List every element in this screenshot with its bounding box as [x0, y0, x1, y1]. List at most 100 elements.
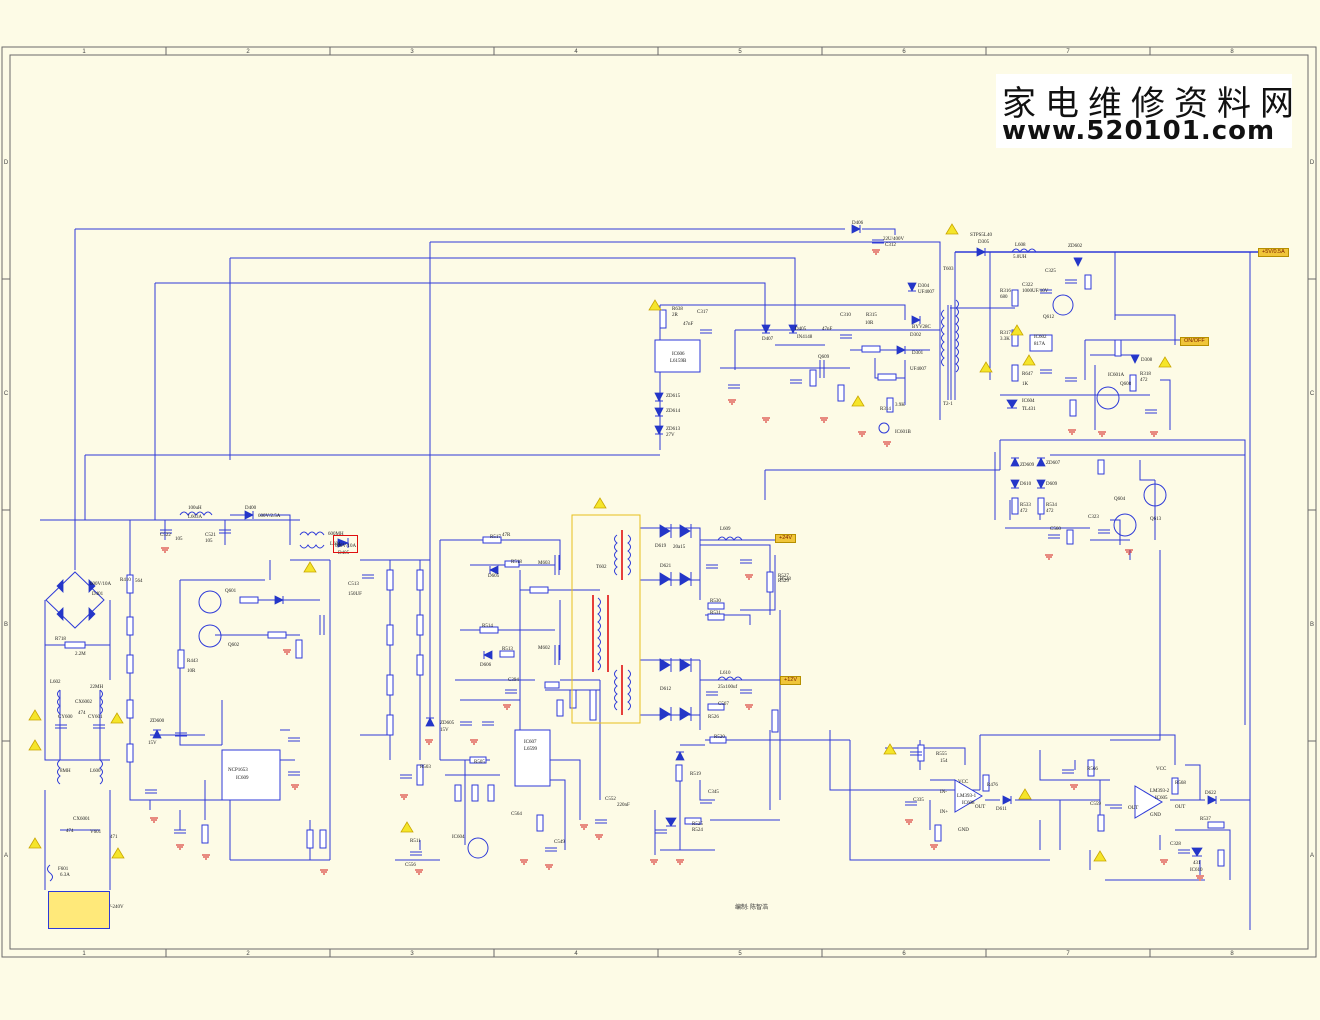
diode-d610 — [1010, 479, 1020, 489]
label-zd605: ZD605 — [440, 721, 455, 726]
label-r525: R525 — [692, 822, 703, 827]
label-c513: C513 — [348, 582, 359, 587]
label-cx6002: CX6002 — [75, 700, 92, 705]
label-r533v: 472 — [1020, 509, 1028, 514]
zener-zd603 — [675, 751, 685, 761]
zener-zd613 — [654, 425, 664, 435]
diode-d605 — [489, 565, 499, 575]
label-zd607: ZD607 — [1046, 461, 1061, 466]
diode-d619 — [659, 524, 692, 538]
label-m602: M602 — [538, 646, 550, 651]
label-q604: Q604 — [1114, 497, 1126, 502]
label-r476: R476 — [987, 783, 998, 788]
label-d619: D619 — [655, 544, 667, 549]
grid-row-left-B: B — [4, 622, 8, 628]
label-r566: R566 — [1087, 767, 1098, 772]
inductors — [47, 248, 1037, 882]
label-l608: L608 — [1015, 243, 1026, 248]
diode-d301 — [896, 345, 906, 355]
label-r647: R647 — [1022, 372, 1033, 377]
label-q608: Q608 — [1120, 382, 1132, 387]
label-r528: R528 — [780, 577, 791, 582]
label-d305: D305 — [978, 240, 990, 245]
ic605-out: OUT — [1175, 805, 1186, 810]
ic605-out2: OUT — [1128, 806, 1139, 811]
label-r531: R531 — [710, 611, 721, 616]
label-c312v: 22U/400V — [883, 237, 905, 242]
label-r316v: 680 — [1000, 295, 1008, 300]
label-zd615: ZD615 — [666, 394, 681, 399]
resistors — [64, 274, 1225, 867]
label-d302v: BYV28C — [912, 325, 932, 330]
tl431-kt — [665, 817, 677, 827]
zener-zd602 — [1073, 257, 1083, 267]
label-r517v: 47R — [502, 533, 511, 538]
label-cy601: CY601 — [88, 715, 103, 720]
watermark-url: www.520101.com — [1002, 116, 1276, 146]
label-cx6001v: 474 — [66, 829, 74, 834]
label-c513v: 150UF — [348, 592, 362, 597]
net-tag-12v: +12V — [780, 676, 801, 685]
label-l603v: 100uH — [188, 506, 202, 511]
grid-col-bottom-1: 1 — [82, 951, 86, 957]
highlight-d405 — [333, 535, 358, 553]
diode-d407 — [761, 324, 771, 334]
label-d622: D622 — [1205, 791, 1217, 796]
ic-boxes — [221, 334, 1163, 819]
ic608-in-neg: IN- — [940, 790, 947, 795]
ac-input-connector — [48, 891, 110, 929]
label-l600: L600 — [90, 769, 101, 774]
label-c521v: 105 — [205, 539, 213, 544]
label-v601: V601 — [90, 830, 102, 835]
label-r315v: 10R — [865, 321, 874, 326]
label-r511: R511 — [410, 839, 421, 844]
grid-col-bottom-2: 2 — [246, 951, 250, 957]
label-r529: R529 — [778, 579, 789, 584]
label-v27: 27V — [666, 433, 675, 438]
label-r533: R533 — [1020, 503, 1031, 508]
label-r638: R638 — [672, 307, 683, 312]
zener-zd609 — [1010, 457, 1020, 467]
label-zd602: ZD602 — [1068, 244, 1083, 249]
label-r534: R534 — [1046, 503, 1057, 508]
label-c335: C335 — [913, 798, 924, 803]
inner-frame — [9, 54, 1309, 950]
grid-col-bottom-5: 5 — [738, 951, 742, 957]
zener-zd615 — [654, 392, 664, 402]
label-r315: R315 — [866, 313, 877, 318]
label-ic601b: IC601B — [895, 430, 912, 435]
transformer-t603 — [941, 299, 959, 400]
diode-d400 — [244, 510, 254, 520]
diode-d302 — [911, 315, 921, 325]
label-r517: R517 — [490, 535, 501, 540]
label-r718: R718 — [55, 637, 66, 642]
label-d612: D612 — [660, 687, 672, 692]
label-r718v: 2.2M — [75, 652, 86, 657]
label-d304v: UF4007 — [918, 290, 935, 295]
grid-col-bottom-8: 8 — [1230, 951, 1234, 957]
diode-d405 — [337, 538, 350, 548]
wiring — [40, 228, 1260, 930]
ic602-ref: IC602 — [1034, 335, 1047, 340]
label-c564: C564 — [511, 812, 522, 817]
ic607-ref: IC607 — [524, 740, 537, 745]
label-d401v: 600V/10A — [90, 582, 112, 587]
grid-row-left-D: D — [4, 160, 9, 166]
zener-zd614 — [654, 407, 664, 417]
label-d619v: 20a15 — [673, 545, 686, 550]
zener-zd605 — [425, 717, 435, 727]
label-d401: D401 — [92, 592, 104, 597]
label-q601: Q601 — [225, 589, 237, 594]
diode-d612b — [659, 707, 692, 721]
label-r410v: 564 — [135, 579, 143, 584]
label-r638v: 2R — [672, 313, 679, 318]
grid-row-right-B: B — [1310, 622, 1314, 628]
label-ic604b: IC604 — [452, 835, 465, 840]
label-f601v: 6.3A — [60, 873, 70, 878]
label-f601: F601 — [58, 867, 69, 872]
label-r568: R568 — [1175, 781, 1186, 786]
label-d407: D407 — [762, 337, 774, 342]
diode-d408 — [274, 595, 284, 605]
zener-zd607 — [1036, 457, 1046, 467]
